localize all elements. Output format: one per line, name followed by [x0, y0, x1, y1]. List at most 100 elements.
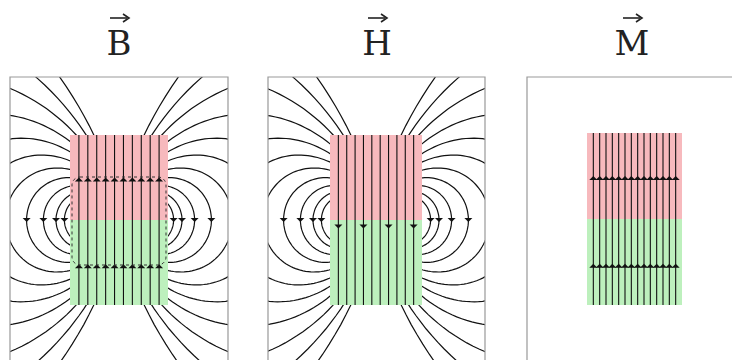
field-line	[599, 133, 600, 305]
field-line	[105, 135, 106, 305]
field-line	[338, 135, 339, 305]
dashed-loop	[72, 177, 166, 265]
field-arrowhead	[608, 264, 616, 268]
field-arrowhead	[128, 178, 136, 182]
field-arrowhead	[146, 178, 154, 182]
field-line	[376, 138, 485, 302]
field-line	[119, 77, 228, 360]
field-arrowhead	[634, 176, 642, 180]
field-arrowhead	[52, 218, 60, 222]
field-arrowhead	[359, 225, 367, 229]
field-line	[413, 135, 414, 305]
field-line	[388, 135, 389, 305]
field-arrowhead	[634, 264, 642, 268]
vector-title: B	[107, 26, 132, 60]
field-arrowhead	[640, 264, 648, 268]
field-line	[10, 138, 119, 302]
field-line	[656, 133, 657, 305]
field-arrowhead	[60, 218, 68, 222]
field-line	[10, 77, 119, 360]
field-arrowhead	[385, 225, 393, 229]
field-arrowhead	[596, 264, 604, 268]
south-half	[587, 219, 682, 305]
field-arrowhead	[191, 218, 199, 222]
field-line	[376, 114, 485, 326]
vector-arrow	[368, 17, 385, 19]
field-line	[10, 168, 119, 272]
field-arrowhead	[111, 178, 119, 182]
field-line	[643, 133, 644, 305]
field-arrowhead	[155, 178, 163, 182]
field-line	[396, 135, 397, 305]
field-arrowhead	[435, 218, 443, 222]
field-arrowhead	[621, 264, 629, 268]
field-line	[119, 77, 228, 360]
field-arrowhead	[602, 176, 610, 180]
field-line	[268, 155, 376, 285]
field-line	[405, 135, 406, 305]
vector-arrow	[110, 17, 127, 19]
field-line	[268, 168, 376, 272]
field-line	[119, 138, 228, 302]
field-arrowhead	[659, 176, 667, 180]
field-line	[355, 135, 356, 305]
field-line	[10, 77, 119, 360]
field-line	[637, 133, 638, 305]
vector-title: M	[615, 26, 650, 60]
field-line	[10, 114, 119, 326]
vector-arrow	[623, 17, 640, 19]
vector-title: H	[362, 26, 392, 60]
field-arrowhead	[137, 178, 145, 182]
field-line	[119, 168, 228, 272]
south-half	[70, 220, 168, 305]
field-arrowhead	[280, 218, 288, 222]
field-arrowhead	[640, 176, 648, 180]
field-arrowhead	[665, 264, 673, 268]
field-line	[612, 133, 613, 305]
field-arrowhead	[84, 178, 92, 182]
field-line	[376, 77, 485, 360]
field-arrowhead	[653, 264, 661, 268]
panel-frame	[268, 77, 485, 360]
field-arrowhead	[39, 218, 47, 222]
field-line	[150, 135, 151, 305]
field-line	[650, 133, 651, 305]
field-line	[119, 155, 228, 285]
field-arrowhead	[646, 176, 654, 180]
field-arrowhead	[93, 178, 101, 182]
field-line	[78, 135, 79, 305]
field-arrowhead	[672, 176, 680, 180]
field-line	[268, 114, 376, 326]
field-line	[119, 114, 228, 326]
field-panel	[527, 14, 732, 360]
field-line	[119, 77, 228, 360]
field-arrowhead	[665, 176, 673, 180]
field-arrowhead	[615, 176, 623, 180]
field-arrowhead	[596, 176, 604, 180]
field-line	[624, 133, 625, 305]
field-arrowhead	[119, 178, 127, 182]
north-half	[587, 133, 682, 219]
field-arrowhead	[653, 176, 661, 180]
field-arrowhead	[427, 218, 435, 222]
field-arrowhead	[410, 225, 418, 229]
field-line	[268, 77, 376, 360]
field-line	[141, 135, 142, 305]
field-line	[10, 77, 119, 360]
field-line	[376, 77, 485, 360]
field-line	[631, 133, 632, 305]
field-arrowhead	[672, 264, 680, 268]
field-line	[675, 133, 676, 305]
field-arrowhead	[659, 264, 667, 268]
field-line	[87, 135, 88, 305]
field-line	[605, 133, 606, 305]
field-arrowhead	[602, 264, 610, 268]
field-arrowhead	[621, 176, 629, 180]
field-line	[376, 168, 485, 272]
field-arrowhead	[589, 176, 597, 180]
field-arrowhead	[627, 176, 635, 180]
vector-arrow	[123, 14, 129, 22]
field-line	[114, 135, 115, 305]
